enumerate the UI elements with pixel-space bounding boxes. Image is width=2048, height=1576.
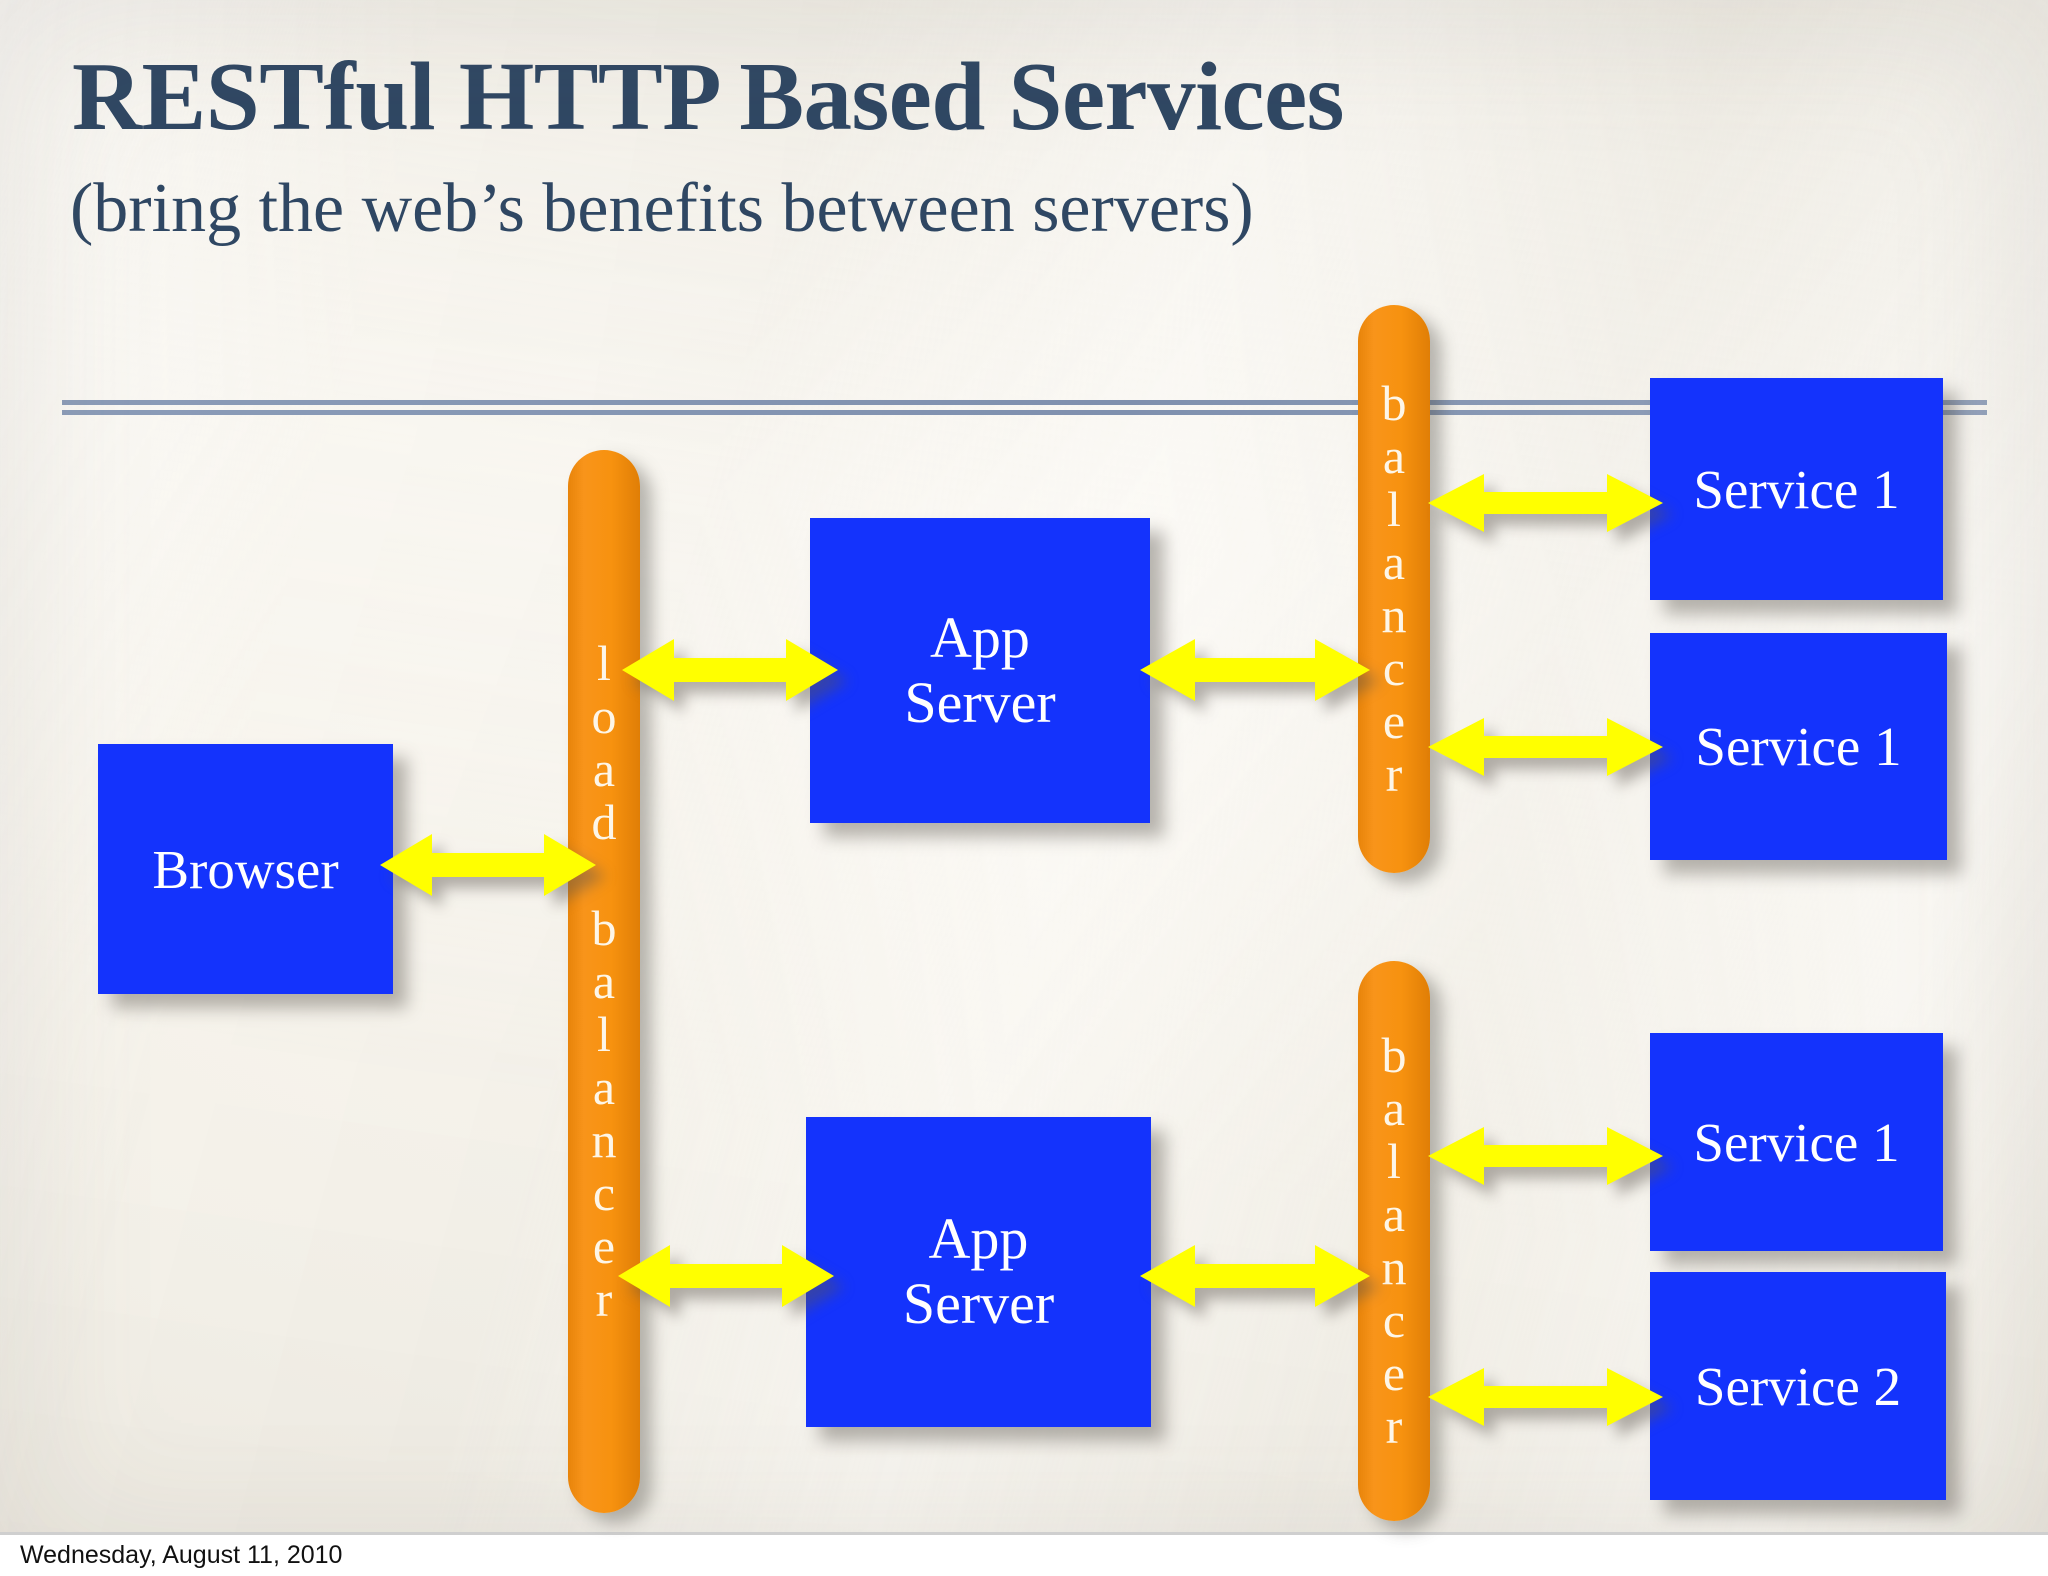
arrow-double-head-shape bbox=[380, 834, 596, 896]
arrow-balancer-top-to-service-1a[interactable] bbox=[1428, 472, 1663, 534]
load-balancer-letter-a: a bbox=[592, 741, 616, 797]
load-balancer-letter-a2: a bbox=[592, 953, 616, 1009]
node-service-top-2[interactable]: Service 1 bbox=[1650, 633, 1947, 860]
footer-date: Wednesday, August 11, 2010 bbox=[20, 1541, 343, 1569]
node-browser-label: Browser bbox=[152, 838, 339, 900]
balancer-top-letter-a2: a bbox=[1382, 534, 1406, 590]
node-service-bottom-1[interactable]: Service 1 bbox=[1650, 1033, 1943, 1251]
arrow-double-head-shape bbox=[618, 1245, 834, 1307]
load-balancer-letters: l o a d b a l a n c e r bbox=[592, 637, 617, 1326]
arrow-browser-to-load-balancer[interactable] bbox=[380, 832, 596, 898]
node-service-top-2-label: Service 1 bbox=[1695, 716, 1902, 777]
node-app-server-bottom-line1: App bbox=[928, 1206, 1029, 1272]
load-balancer-letter-d: d bbox=[591, 794, 617, 850]
balancer-top-letter-e: e bbox=[1382, 693, 1406, 749]
load-balancer-letter-b: b bbox=[591, 900, 617, 956]
service-balancer-bar-bottom[interactable]: b a l a n c e r bbox=[1358, 961, 1430, 1521]
header-divider bbox=[62, 400, 1987, 415]
load-balancer-letter-o: o bbox=[591, 688, 617, 744]
node-app-server-bottom-line2: Server bbox=[902, 1271, 1055, 1336]
balancer-top-letter-l: l bbox=[1387, 481, 1401, 537]
node-service-bottom-2[interactable]: Service 2 bbox=[1650, 1272, 1946, 1500]
balancer-bottom-letter-a: a bbox=[1382, 1080, 1406, 1136]
service-balancer-bar-top[interactable]: b a l a n c e r bbox=[1358, 305, 1430, 873]
node-service-top-1-label: Service 1 bbox=[1693, 458, 1900, 520]
node-app-server-top[interactable]: App Server bbox=[810, 518, 1150, 823]
arrow-double-head-shape bbox=[622, 639, 838, 701]
balancer-bottom-letter-n: n bbox=[1381, 1239, 1407, 1295]
arrow-double-head-shape bbox=[1428, 1368, 1663, 1426]
balancer-bottom-letter-r: r bbox=[1385, 1398, 1403, 1454]
load-balancer-letter-a3: a bbox=[592, 1059, 616, 1115]
node-service-bottom-1-label: Service 1 bbox=[1693, 1111, 1900, 1173]
service-balancer-top-letters: b a l a n c e r bbox=[1382, 377, 1407, 801]
arrow-double-head-shape bbox=[1140, 639, 1370, 701]
balancer-top-letter-r: r bbox=[1385, 746, 1403, 802]
balancer-bottom-letter-e: e bbox=[1382, 1345, 1406, 1401]
load-balancer-letter-r: r bbox=[595, 1271, 613, 1327]
page-title: RESTful HTTP Based Services bbox=[72, 43, 1344, 150]
arrow-load-balancer-to-app-server-bottom[interactable] bbox=[618, 1243, 834, 1309]
balancer-top-letter-b: b bbox=[1381, 375, 1407, 431]
node-app-server-top-line2: Server bbox=[904, 669, 1056, 735]
load-balancer-letter-e: e bbox=[592, 1218, 616, 1274]
divider-line-bottom bbox=[62, 410, 1987, 415]
divider-line-top bbox=[62, 400, 1987, 405]
node-service-bottom-2-label: Service 2 bbox=[1694, 1355, 1902, 1417]
load-balancer-letter-l2: l bbox=[597, 1006, 611, 1062]
node-app-server-bottom[interactable]: App Server bbox=[806, 1117, 1151, 1427]
arrow-double-head-shape bbox=[1428, 474, 1663, 532]
balancer-bottom-letter-l: l bbox=[1387, 1133, 1401, 1189]
load-balancer-letter-n: n bbox=[591, 1112, 617, 1168]
arrow-double-head-shape bbox=[1140, 1245, 1370, 1307]
balancer-top-letter-n: n bbox=[1381, 587, 1407, 643]
balancer-top-letter-c: c bbox=[1382, 640, 1406, 696]
arrow-balancer-bottom-to-service-2[interactable] bbox=[1428, 1366, 1663, 1428]
node-service-top-1[interactable]: Service 1 bbox=[1650, 378, 1943, 600]
arrow-load-balancer-to-app-server-top[interactable] bbox=[622, 637, 838, 703]
load-balancer-letter-c: c bbox=[592, 1165, 616, 1221]
arrow-double-head-shape bbox=[1428, 1127, 1663, 1185]
page-subtitle: (bring the web’s benefits between server… bbox=[70, 170, 1254, 247]
balancer-bottom-letter-c: c bbox=[1382, 1292, 1406, 1348]
arrow-balancer-bottom-to-service-1[interactable] bbox=[1428, 1125, 1663, 1187]
service-balancer-bottom-letters: b a l a n c e r bbox=[1382, 1029, 1407, 1453]
balancer-bottom-letter-a2: a bbox=[1382, 1186, 1406, 1242]
footer-bar bbox=[0, 1532, 2048, 1576]
arrow-double-head-shape bbox=[1428, 718, 1663, 776]
load-balancer-letter-l: l bbox=[597, 635, 611, 691]
load-balancer-letter-space bbox=[598, 849, 611, 902]
node-browser[interactable]: Browser bbox=[98, 744, 393, 994]
arrow-balancer-top-to-service-1b[interactable] bbox=[1428, 716, 1663, 778]
arrow-app-server-top-to-balancer-top[interactable] bbox=[1140, 637, 1370, 703]
node-app-server-top-line1: App bbox=[930, 604, 1030, 670]
load-balancer-bar[interactable]: l o a d b a l a n c e r bbox=[568, 450, 640, 1513]
balancer-top-letter-a: a bbox=[1382, 428, 1406, 484]
balancer-bottom-letter-b: b bbox=[1381, 1027, 1407, 1083]
arrow-app-server-bottom-to-balancer-bottom[interactable] bbox=[1140, 1243, 1370, 1309]
